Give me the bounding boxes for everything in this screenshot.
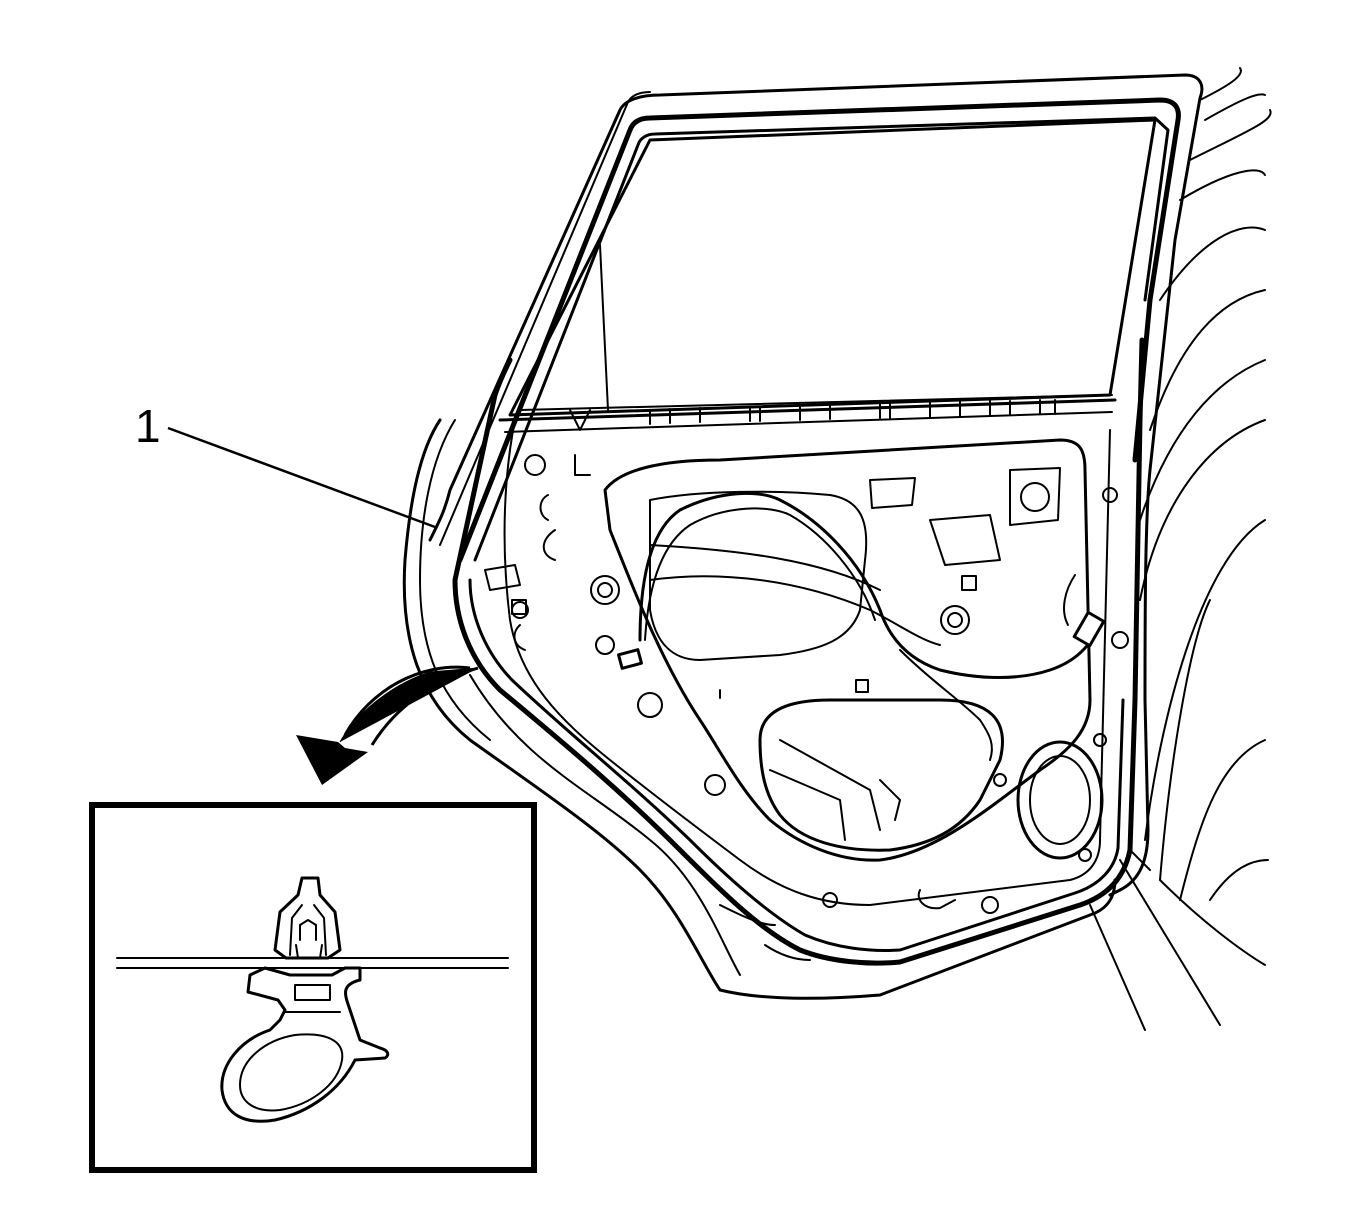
callout-1: 1: [135, 400, 436, 529]
door-inner-panel: [484, 409, 1129, 961]
door-weatherstrip: [452, 337, 1145, 966]
retainer-clip: [273, 876, 342, 960]
callout-label-1: 1: [135, 400, 161, 452]
rear-door-outer: [402, 73, 1204, 1000]
arrow-head: [296, 735, 368, 785]
callout-leader-line: [167, 426, 436, 529]
detail-arrow: [296, 665, 479, 785]
vehicle-body-outline: [1089, 67, 1272, 1031]
weatherstrip-seal-profile: [220, 966, 390, 1123]
belt-notches: [649, 399, 1056, 425]
clip-detail-inset: [89, 802, 537, 1173]
panel-fasteners: [511, 454, 1129, 914]
